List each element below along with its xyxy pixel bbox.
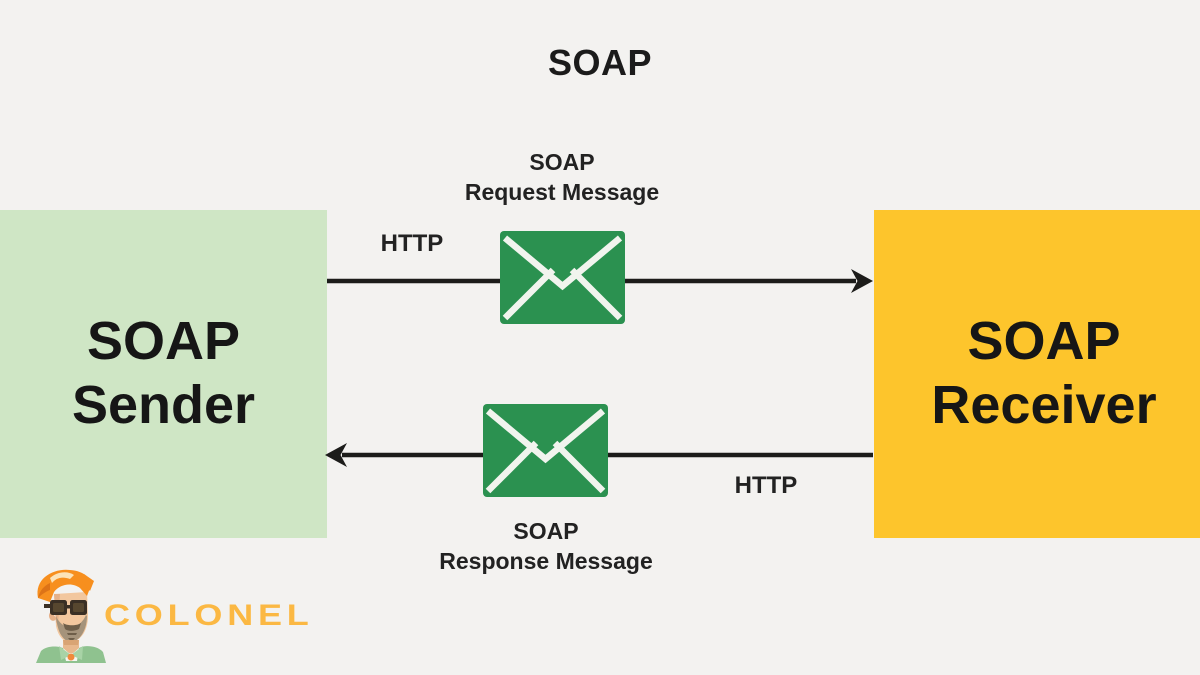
envelope-icon — [500, 231, 625, 324]
request-arrow — [327, 269, 873, 293]
sender-label: SOAP Sender — [72, 310, 255, 437]
request-message-line1: SOAP — [529, 149, 595, 175]
sender-box: SOAP Sender — [0, 210, 327, 538]
sender-label-line1: SOAP — [86, 311, 241, 372]
request-protocol-label: HTTP — [380, 230, 444, 257]
receiver-label: SOAP Receiver — [917, 310, 1156, 437]
colonel-mascot-icon — [36, 569, 106, 663]
response-message-line2: Response Message — [439, 548, 653, 575]
response-message-line1: SOAP — [513, 518, 579, 544]
arrowhead-right-icon — [851, 269, 873, 293]
receiver-box: SOAP Receiver — [874, 210, 1200, 538]
arrowhead-left-icon — [325, 443, 347, 467]
request-message-line2: Request Message — [464, 179, 660, 206]
colonel-wordmark: COLONEL — [104, 599, 314, 632]
response-message-label: SOAP Response Message — [396, 516, 696, 577]
response-protocol-label: HTTP — [734, 472, 798, 499]
request-message-label: SOAP Request Message — [412, 147, 712, 208]
receiver-label-line2: Receiver — [931, 375, 1157, 435]
sender-label-line2: Sender — [71, 375, 256, 435]
envelope-icon — [483, 404, 608, 497]
response-arrow — [325, 443, 873, 467]
receiver-label-line1: SOAP — [967, 311, 1121, 372]
colonel-logo: COLONEL — [30, 566, 330, 666]
diagram-title: SOAP — [547, 42, 653, 83]
